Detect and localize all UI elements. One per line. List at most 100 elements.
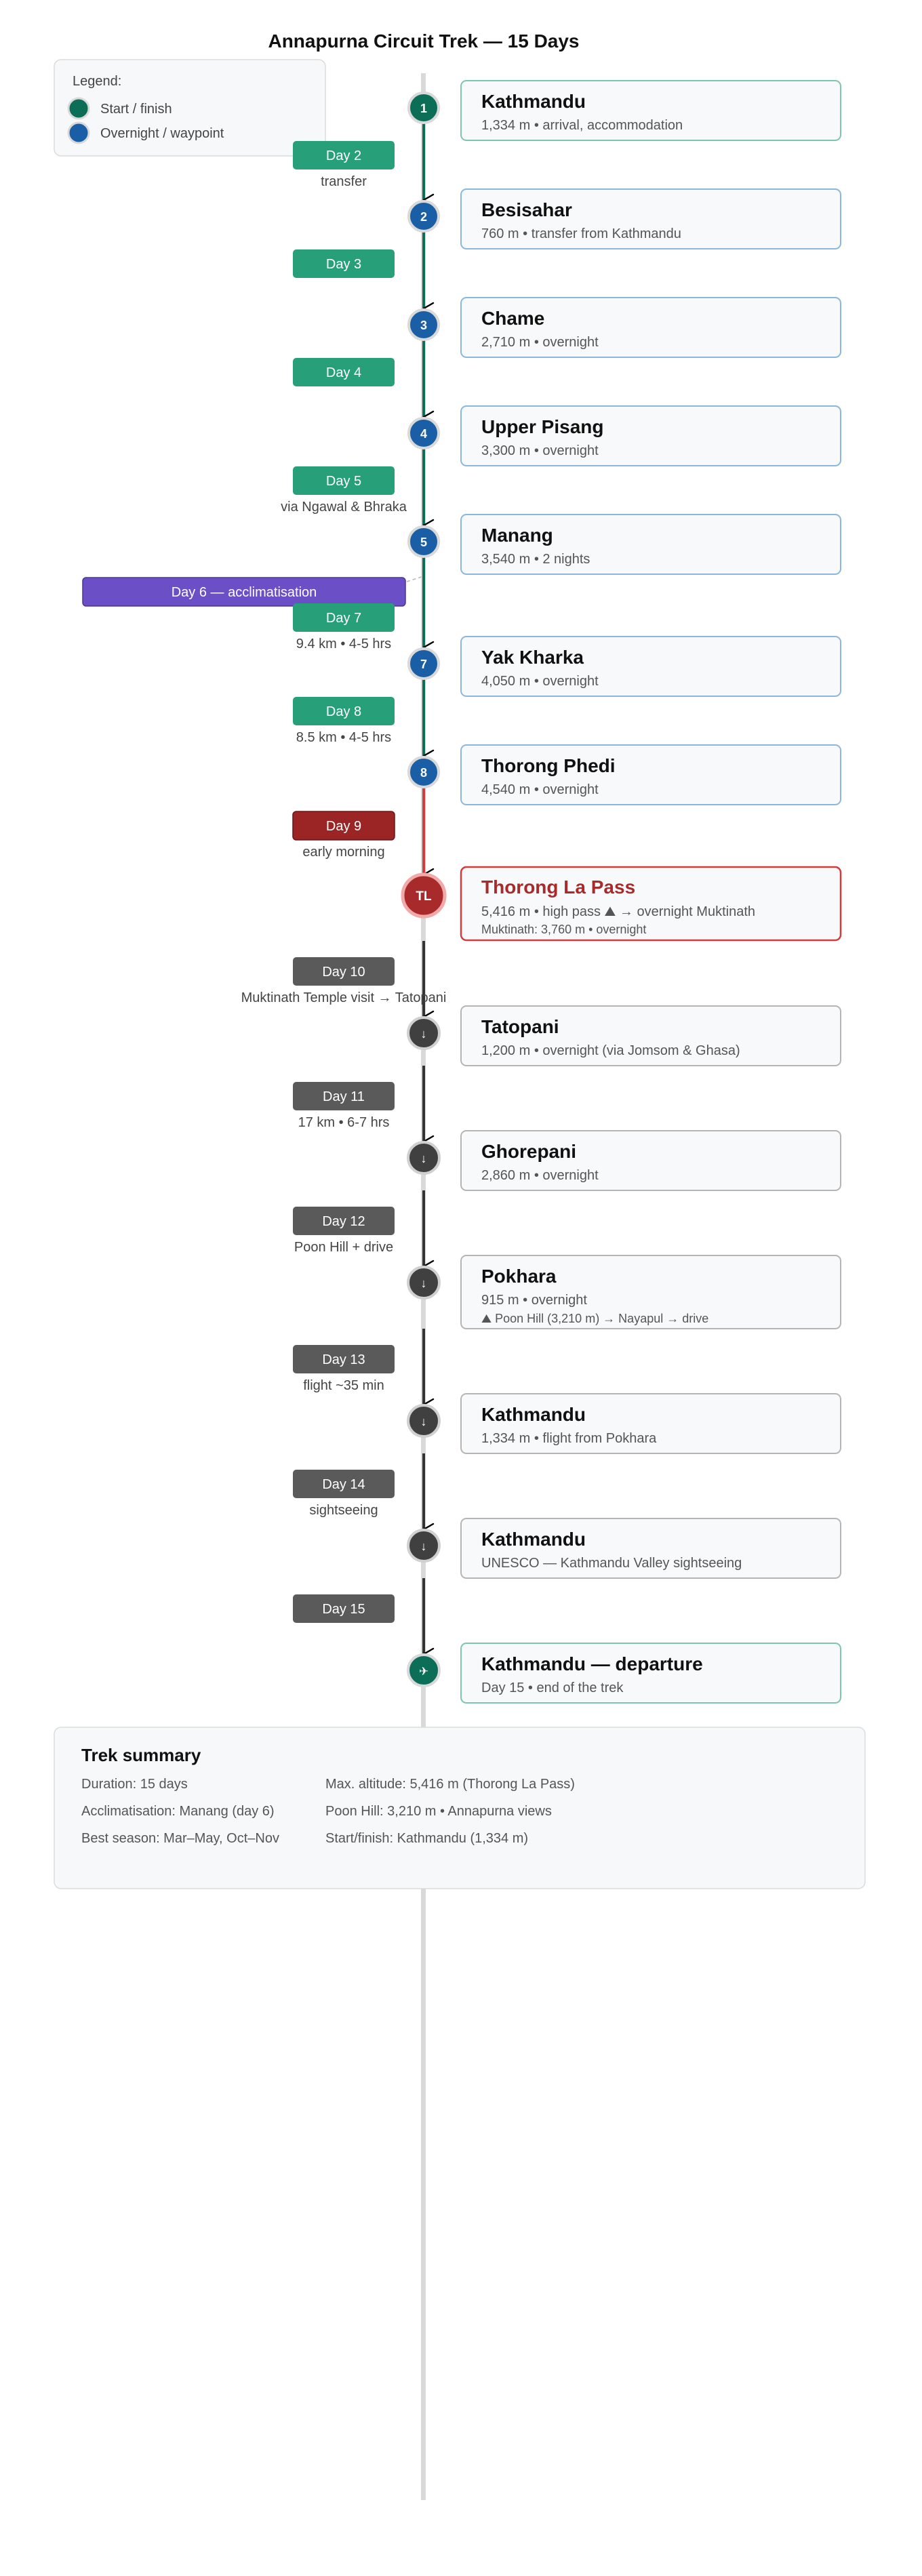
stop-detail-secondary: ⛰ Poon Hill (3,210 m) → Nayapul → drive	[481, 1312, 708, 1325]
stop-name: Yak Kharka	[481, 647, 584, 668]
stop-marker-finish	[407, 1653, 441, 1687]
stop-detail: 1,334 m • arrival, accommodation	[481, 118, 683, 133]
stop-detail: 915 m • overnight	[481, 1293, 587, 1308]
summary-item: Start/finish: Kathmandu (1,334 m)	[325, 1831, 528, 1846]
stop-detail-secondary: Muktinath: 3,760 m • overnight	[481, 923, 646, 936]
day-pill	[293, 141, 395, 169]
stop-card	[460, 514, 841, 575]
stop-card-pass	[460, 866, 842, 942]
stop-card	[460, 1643, 841, 1704]
day-pill	[293, 1082, 395, 1110]
stop-name: Thorong La Pass	[481, 877, 635, 898]
stop-marker-label: ↓	[421, 1027, 427, 1041]
stop-marker-label: ↓	[421, 1539, 427, 1553]
day-pill-label: Day 11	[323, 1089, 365, 1104]
stop-detail: 2,860 m • overnight	[481, 1168, 599, 1183]
stop-marker	[407, 417, 440, 449]
day-pill	[293, 603, 395, 632]
stop-detail: 3,300 m • overnight	[481, 443, 599, 458]
stop-name: Pokhara	[481, 1266, 557, 1287]
day-pill-label: Day 2	[326, 148, 361, 163]
stop-card	[460, 297, 841, 358]
legend-heading: Legend:	[73, 74, 121, 89]
stop-detail: Day 15 • end of the trek	[481, 1681, 624, 1695]
day-pill-label: Day 10	[322, 965, 365, 980]
day-pill-label: Day 14	[322, 1477, 365, 1492]
stop-name: Kathmandu — departure	[481, 1653, 703, 1674]
day-note: 17 km • 6-7 hrs	[298, 1115, 390, 1130]
stop-name: Manang	[481, 525, 553, 546]
day-note: via Ngawal & Bhraka	[281, 500, 407, 515]
day-pill	[292, 811, 395, 841]
stop-marker-label: 4	[420, 427, 427, 441]
stop-marker	[407, 308, 440, 341]
day-pill	[293, 249, 395, 278]
stop-card	[460, 1255, 841, 1329]
stop-marker	[407, 756, 440, 788]
day-pill-label: Day 15	[322, 1602, 365, 1617]
day-note: 8.5 km • 4-5 hrs	[296, 730, 391, 745]
day-pill	[293, 957, 395, 986]
stop-cards: Kathmandu 1,334 m • arrival, accommodati…	[460, 80, 842, 1704]
day-pill-label: Day 13	[322, 1352, 365, 1367]
stop-name: Ghorepani	[481, 1141, 576, 1162]
day-pill	[293, 1594, 395, 1623]
stop-marker-label: 3	[420, 319, 427, 332]
stop-card	[460, 1518, 841, 1579]
stop-name: Thorong Phedi	[481, 755, 616, 776]
stop-name: Kathmandu	[481, 91, 586, 112]
stop-marker	[407, 647, 440, 680]
day-pill	[293, 1470, 395, 1498]
day-note: flight ~35 min	[303, 1378, 384, 1393]
stop-detail: 760 m • transfer from Kathmandu	[481, 226, 681, 241]
stop-marker-label: ↓	[421, 1276, 427, 1290]
day-note: early morning	[302, 845, 384, 860]
day-note: Muktinath Temple visit → Tatopani	[241, 990, 447, 1005]
stop-marker-label: TL	[416, 889, 432, 904]
stop-detail: 3,540 m • 2 nights	[481, 552, 590, 567]
summary-title: Trek summary	[81, 1745, 201, 1765]
stop-marker-descent	[407, 1141, 441, 1175]
stop-marker-descent	[407, 1529, 441, 1563]
stop-marker-label: 8	[420, 766, 427, 780]
acclimatisation-link	[406, 576, 424, 582]
summary-item: Acclimatisation: Manang (day 6)	[81, 1804, 275, 1819]
legend: Legend: Start / finish Overnight / waypo…	[54, 59, 326, 157]
day-note: 9.4 km • 4-5 hrs	[296, 637, 391, 651]
acclimatisation-bar	[82, 577, 406, 607]
summary-item: Poon Hill: 3,210 m • Annapurna views	[325, 1804, 552, 1819]
stop-marker	[407, 525, 440, 558]
page-title: Annapurna Circuit Trek — 15 Days	[268, 31, 579, 52]
day-note: transfer	[321, 174, 367, 189]
stop-card	[460, 1005, 841, 1066]
day-pill	[293, 466, 395, 495]
legend-start-finish-label: Start / finish	[100, 102, 172, 117]
stop-name: Besisahar	[481, 199, 572, 220]
day-pill-label: Day 9	[326, 819, 361, 834]
day-pill	[293, 358, 395, 386]
day-labels: Day 2 transfer Day 3 Day 4 Day 5 via Nga…	[82, 141, 447, 1623]
day-pill	[293, 697, 395, 725]
legend-start-finish-swatch	[67, 97, 90, 120]
stop-detail: 1,334 m • flight from Pokhara	[481, 1431, 657, 1446]
stop-marker-label: 7	[420, 658, 427, 671]
stop-detail: 4,540 m • overnight	[481, 782, 599, 797]
summary-item: Max. altitude: 5,416 m (Thorong La Pass)	[325, 1777, 575, 1792]
day-note: Poon Hill + drive	[294, 1240, 393, 1255]
legend-waypoint-swatch	[67, 121, 90, 144]
stop-detail: 4,050 m • overnight	[481, 674, 599, 689]
stop-card	[460, 405, 841, 466]
stop-name: Chame	[481, 308, 544, 329]
legend-box	[54, 59, 326, 157]
day-pill-label: Day 4	[326, 365, 361, 380]
stop-name: Tatopani	[481, 1016, 559, 1037]
stop-marker-descent	[407, 1404, 441, 1438]
stop-detail: 2,710 m • overnight	[481, 335, 599, 350]
summary-item: Best season: Mar–May, Oct–Nov	[81, 1831, 279, 1846]
stop-marker-label: 5	[420, 536, 427, 549]
stop-card	[460, 1130, 841, 1191]
day-pill-label: Day 8	[326, 704, 361, 719]
stop-name: Upper Pisang	[481, 416, 603, 437]
stop-card	[460, 636, 841, 697]
